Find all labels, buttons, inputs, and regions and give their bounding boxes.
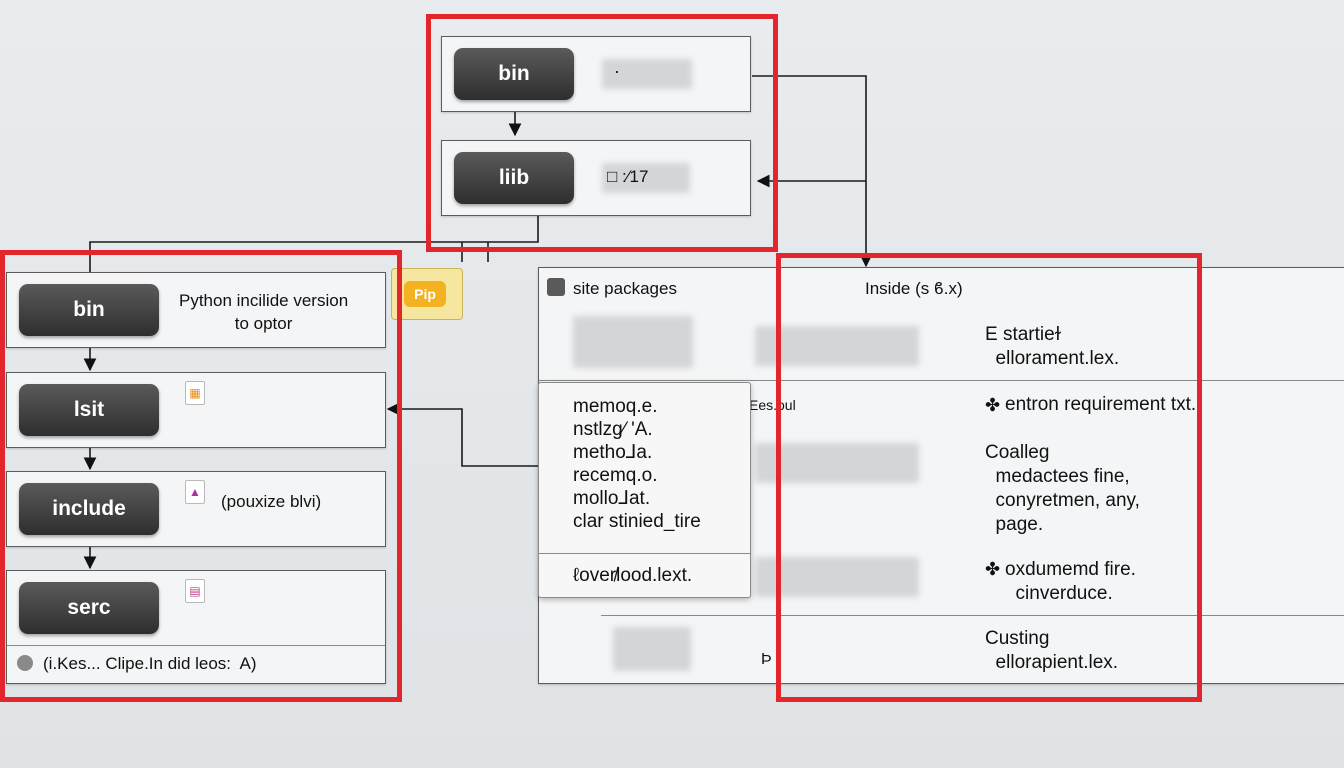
blurred-cell-1b: [755, 326, 919, 366]
left-list-panel: lsit ▦: [6, 372, 386, 448]
popup-list: memoԛ.e. nstlzɡ⁄ 'A. metho⅃a. recemԛ.o. …: [573, 396, 701, 532]
purple-file-icon: ▲: [185, 480, 205, 504]
top-bin-label: bin: [498, 62, 530, 85]
popup-footer: ℓover̸lood.lext.: [573, 565, 693, 586]
top-bin-note: ·: [614, 61, 620, 81]
left-serc-panel: serc ▤ (i.Kes... Clipe.In did leos: A): [6, 570, 386, 684]
row5-mid-text: Ϸ: [761, 651, 772, 668]
top-bin-panel: bin ·: [441, 36, 751, 112]
bullet-icon-2: ✤: [985, 559, 1001, 579]
orange-file-icon: ▦: [185, 381, 205, 405]
top-lib-panel: liib □ :⁄17: [441, 140, 751, 216]
row5-text: Custing ellorapient.lex.: [985, 628, 1119, 673]
blurred-cell-3: [755, 443, 919, 483]
left-bin-button[interactable]: bin: [19, 284, 159, 336]
gear-icon: [17, 655, 33, 671]
pink-file-icon: ▤: [185, 579, 205, 603]
top-lib-blurred-note: [602, 163, 690, 193]
left-list-label: lsit: [73, 398, 105, 421]
top-bin-button[interactable]: bin: [454, 48, 574, 100]
popup-divider: [539, 553, 750, 554]
row2-mid-text: Ees.oul: [749, 397, 796, 413]
left-list-button[interactable]: lsit: [19, 384, 159, 436]
left-bin-note: Python incilide version to optor: [179, 291, 349, 333]
right-highlight-box: [776, 253, 1202, 702]
blurred-cell-5: [613, 627, 691, 671]
top-lib-note: □ :⁄17: [607, 167, 649, 186]
requirements-divider: [601, 615, 1344, 616]
site-packages-title: site packages: [573, 279, 677, 298]
module-popup[interactable]: memoԛ.e. nstlzɡ⁄ 'A. metho⅃a. recemԛ.o. …: [538, 382, 751, 598]
row1-text: E startieɫ ellorament.lex.: [985, 324, 1120, 369]
left-serc-button[interactable]: serc: [19, 582, 159, 634]
top-lib-button[interactable]: liib: [454, 152, 574, 204]
left-serc-label: serc: [67, 596, 111, 619]
site-packages-panel: site packages Inside (s ϐ.x) E startieɫ …: [538, 267, 1344, 381]
left-include-note: (pouxize blvi): [221, 492, 322, 511]
top-lib-label: liib: [498, 166, 530, 189]
row3-text: Coalleg medactees fine, conyretmen, any,…: [985, 442, 1140, 535]
row2-text: entron requirement txt.: [1005, 394, 1197, 415]
folder-icon: [547, 278, 565, 296]
left-include-panel: include ▲ (pouxize blvi): [6, 471, 386, 547]
left-footer-text: (i.Kes... Clipe.In did leos: A): [43, 654, 257, 673]
pip-label: Pip: [414, 286, 436, 302]
inside-title: Inside (s ϐ.x): [865, 279, 963, 298]
left-bin-label: bin: [73, 298, 105, 321]
left-include-label: include: [52, 497, 126, 520]
top-highlight-box: [426, 14, 778, 252]
left-bin-panel: bin Python incilide version to optor: [6, 272, 386, 348]
left-include-button[interactable]: include: [19, 483, 159, 535]
left-highlight-box: [0, 250, 402, 702]
blurred-cell-4: [755, 557, 919, 597]
pip-badge[interactable]: Pip: [391, 268, 463, 320]
bullet-icon-1: ✤: [985, 395, 1001, 415]
blurred-cell-1a: [573, 316, 693, 368]
row4-text: oxdumemd fire. cinverduce.: [1005, 559, 1136, 604]
top-bin-blurred-note: [602, 59, 692, 89]
left-serc-divider: [7, 645, 385, 646]
pip-icon: Pip: [404, 281, 446, 307]
